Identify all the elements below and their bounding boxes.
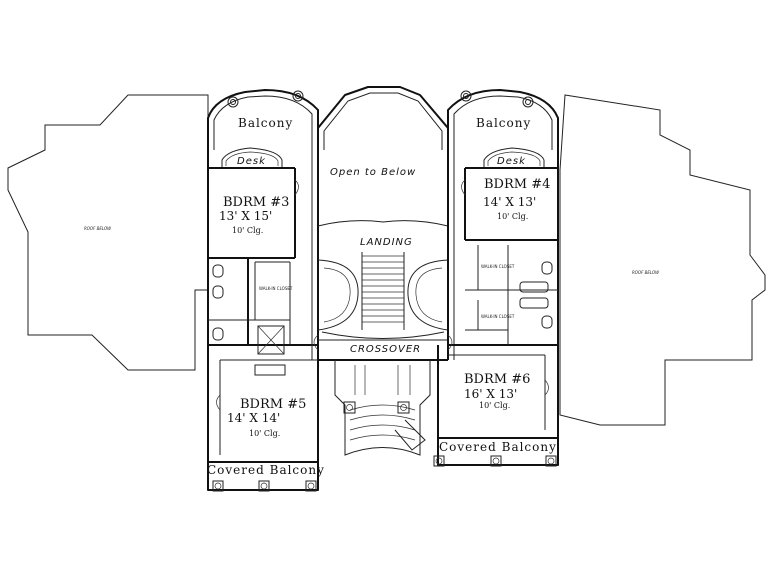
sink-icon xyxy=(519,297,549,309)
porch-post xyxy=(400,404,407,411)
door-swing xyxy=(447,334,453,351)
central-tower-outline xyxy=(317,86,449,150)
landing-label: LANDING xyxy=(360,237,413,248)
stair-left-inner xyxy=(323,267,351,323)
porch-landing xyxy=(394,419,426,451)
sink-icon xyxy=(519,281,549,293)
porch-post xyxy=(346,404,353,411)
balcony-post xyxy=(307,482,315,490)
front-porch-steps xyxy=(349,404,416,441)
desk-left-outline xyxy=(221,147,283,169)
toilet-icon xyxy=(541,261,553,275)
door-swing xyxy=(544,379,549,396)
wardrobe-icon xyxy=(254,364,286,376)
balcony-post xyxy=(522,96,534,108)
balcony-post xyxy=(230,99,236,105)
central-tower-inner xyxy=(323,92,443,150)
balcony-post xyxy=(433,455,445,467)
left-balcony-rail xyxy=(213,95,313,150)
walkin-left-label: WALK-IN CLOSET xyxy=(259,286,293,291)
shower-icon xyxy=(257,325,285,355)
balcony-post xyxy=(490,455,502,467)
balcony-post xyxy=(292,90,304,102)
covered-balcony-left-label: Covered Balcony xyxy=(207,463,325,477)
toilet-icon xyxy=(212,285,224,299)
front-porch xyxy=(334,360,431,456)
door-swing xyxy=(294,179,299,196)
balcony-post xyxy=(258,480,270,492)
bdrm4-name: BDRM #4 xyxy=(484,177,550,192)
stair-bottom-curve xyxy=(321,331,445,339)
bdrm6-dims: 16' X 13' xyxy=(464,387,517,401)
roof-outline-right xyxy=(559,94,766,426)
roof-outline-left xyxy=(7,94,209,371)
desk-right-outline xyxy=(483,147,545,169)
desk-right-label: Desk xyxy=(497,156,526,167)
balcony-post xyxy=(260,482,268,490)
roof-below-right-label: ROOF BELOW xyxy=(632,270,660,275)
walkin-right-top-label: WALK-IN CLOSET xyxy=(481,264,515,269)
stair-right-inner xyxy=(415,267,443,323)
bdrm6-name: BDRM #6 xyxy=(464,372,530,387)
door-swing xyxy=(313,334,319,351)
stair-right xyxy=(407,259,449,331)
bdrm6-walls xyxy=(437,345,559,466)
porch-rail xyxy=(354,365,411,395)
balcony-post xyxy=(492,457,500,465)
balcony-post xyxy=(295,93,301,99)
balcony-post xyxy=(212,480,224,492)
toilet-icon xyxy=(212,264,224,278)
bdrm5-name: BDRM #5 xyxy=(240,397,306,412)
open-to-below-label: Open to Below xyxy=(330,167,416,178)
desk-right-inner xyxy=(487,151,541,166)
roof-below-left-label: ROOF BELOW xyxy=(84,226,112,231)
stair-left xyxy=(317,259,359,331)
balcony-post xyxy=(547,457,555,465)
bdrm5-dims: 14' X 14' xyxy=(227,411,280,425)
left-wing-outline xyxy=(207,89,319,150)
crossover-label: CROSSOVER xyxy=(350,344,421,355)
bdrm3-dims: 13' X 15' xyxy=(219,209,272,223)
balcony-post xyxy=(305,480,317,492)
covered-balcony-right-label: Covered Balcony xyxy=(439,440,557,454)
bdrm4-walls xyxy=(447,150,559,346)
bdrm5-ceiling: 10' Clg. xyxy=(249,429,280,438)
bdrm5-walls xyxy=(207,345,319,491)
balcony-post xyxy=(545,455,557,467)
balcony-post xyxy=(525,99,531,105)
balcony-post xyxy=(460,90,472,102)
porch-post xyxy=(397,401,410,414)
bdrm3-walls xyxy=(207,150,319,346)
toilet-icon xyxy=(541,315,553,329)
desk-left-label: Desk xyxy=(237,156,266,167)
porch-post xyxy=(343,401,356,414)
door-swing xyxy=(461,179,466,196)
bdrm4-ceiling: 10' Clg. xyxy=(497,212,528,221)
bdrm6-ceiling: 10' Clg. xyxy=(479,401,510,410)
landing-rail xyxy=(317,220,449,227)
door-swing xyxy=(216,394,221,411)
bdrm3-ceiling: 10' Clg. xyxy=(232,226,263,235)
right-wing-outline xyxy=(447,89,559,150)
desk-left-inner xyxy=(225,151,279,166)
balcony-post xyxy=(214,482,222,490)
walkin-right-bottom-label: WALK-IN CLOSET xyxy=(481,314,515,319)
bdrm4-dims: 14' X 13' xyxy=(483,195,536,209)
balcony-left-label: Balcony xyxy=(238,116,293,130)
balcony-post xyxy=(227,96,239,108)
toilet-icon xyxy=(212,327,224,341)
balcony-right-label: Balcony xyxy=(476,116,531,130)
right-balcony-rail xyxy=(453,95,553,150)
bdrm3-name: BDRM #3 xyxy=(223,195,289,210)
balcony-post xyxy=(463,93,469,99)
stair-treads xyxy=(362,255,404,323)
balcony-post xyxy=(435,457,443,465)
shower-icon xyxy=(257,325,285,355)
